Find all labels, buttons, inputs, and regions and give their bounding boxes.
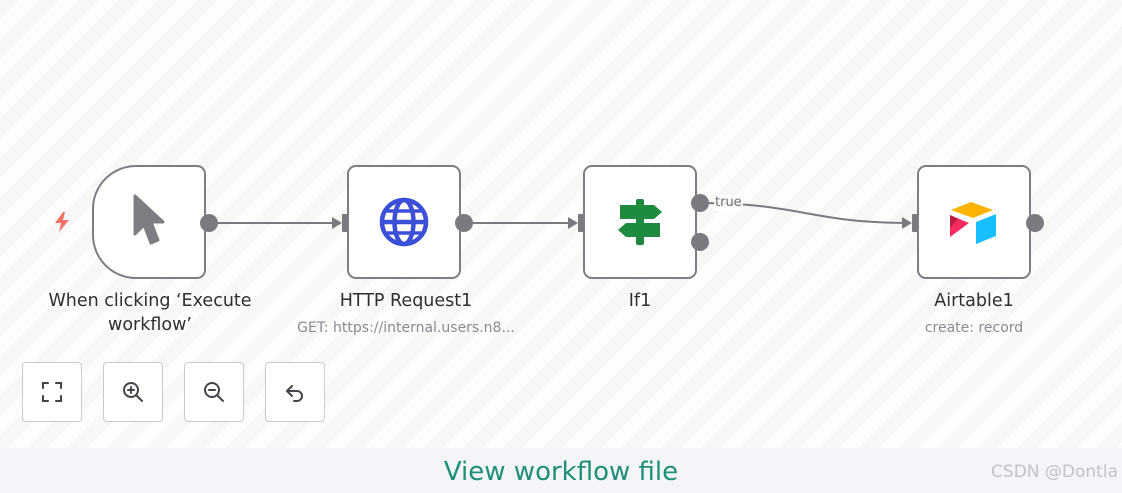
input-handle[interactable] [578, 214, 586, 232]
airtable-logo-icon [950, 202, 996, 244]
globe-icon [379, 197, 429, 247]
node-subtitle-airtable: create: record [924, 320, 1024, 336]
output-handle[interactable] [1026, 214, 1044, 232]
watermark: CSDN @Dontla [991, 462, 1118, 482]
zoom-in-button[interactable] [103, 362, 163, 422]
edge-label-true: true [714, 195, 743, 211]
fit-view-button[interactable] [22, 362, 82, 422]
lightning-bolt-icon [55, 212, 69, 232]
workflow-canvas[interactable]: true When clicking ‘Execute workflow’ HT… [0, 0, 1122, 448]
zoom-out-icon [204, 382, 224, 402]
fit-view-icon [42, 382, 62, 402]
footer-bar: View workflow file CSDN @Dontla [0, 448, 1122, 493]
node-if[interactable] [583, 165, 697, 279]
input-handle[interactable] [342, 214, 350, 232]
node-http-request[interactable] [347, 165, 461, 279]
node-label-http: HTTP Request1 [339, 291, 473, 311]
node-airtable[interactable] [917, 165, 1031, 279]
undo-button[interactable] [265, 362, 325, 422]
output-handle-false[interactable] [691, 233, 709, 251]
output-handle-true[interactable] [691, 194, 709, 212]
node-subtitle-http: GET: https://internal.users.n8... [297, 320, 515, 336]
node-manual-trigger[interactable] [92, 165, 206, 279]
edge-arrow [568, 217, 578, 229]
node-label-airtable: Airtable1 [934, 291, 1014, 311]
input-handle[interactable] [912, 214, 920, 232]
signpost-icon [618, 199, 662, 245]
node-label-if: If1 [628, 291, 652, 311]
edge-arrow [332, 217, 342, 229]
zoom-out-button[interactable] [184, 362, 244, 422]
zoom-in-icon [123, 382, 143, 402]
output-handle[interactable] [455, 214, 473, 232]
mouse-pointer-icon [133, 194, 165, 245]
node-label-trigger: When clicking ‘Execute workflow’ [48, 291, 252, 335]
undo-icon [286, 385, 303, 402]
output-handle[interactable] [200, 214, 218, 232]
view-workflow-file-link[interactable]: View workflow file [443, 457, 679, 487]
edge-arrow [902, 217, 912, 229]
